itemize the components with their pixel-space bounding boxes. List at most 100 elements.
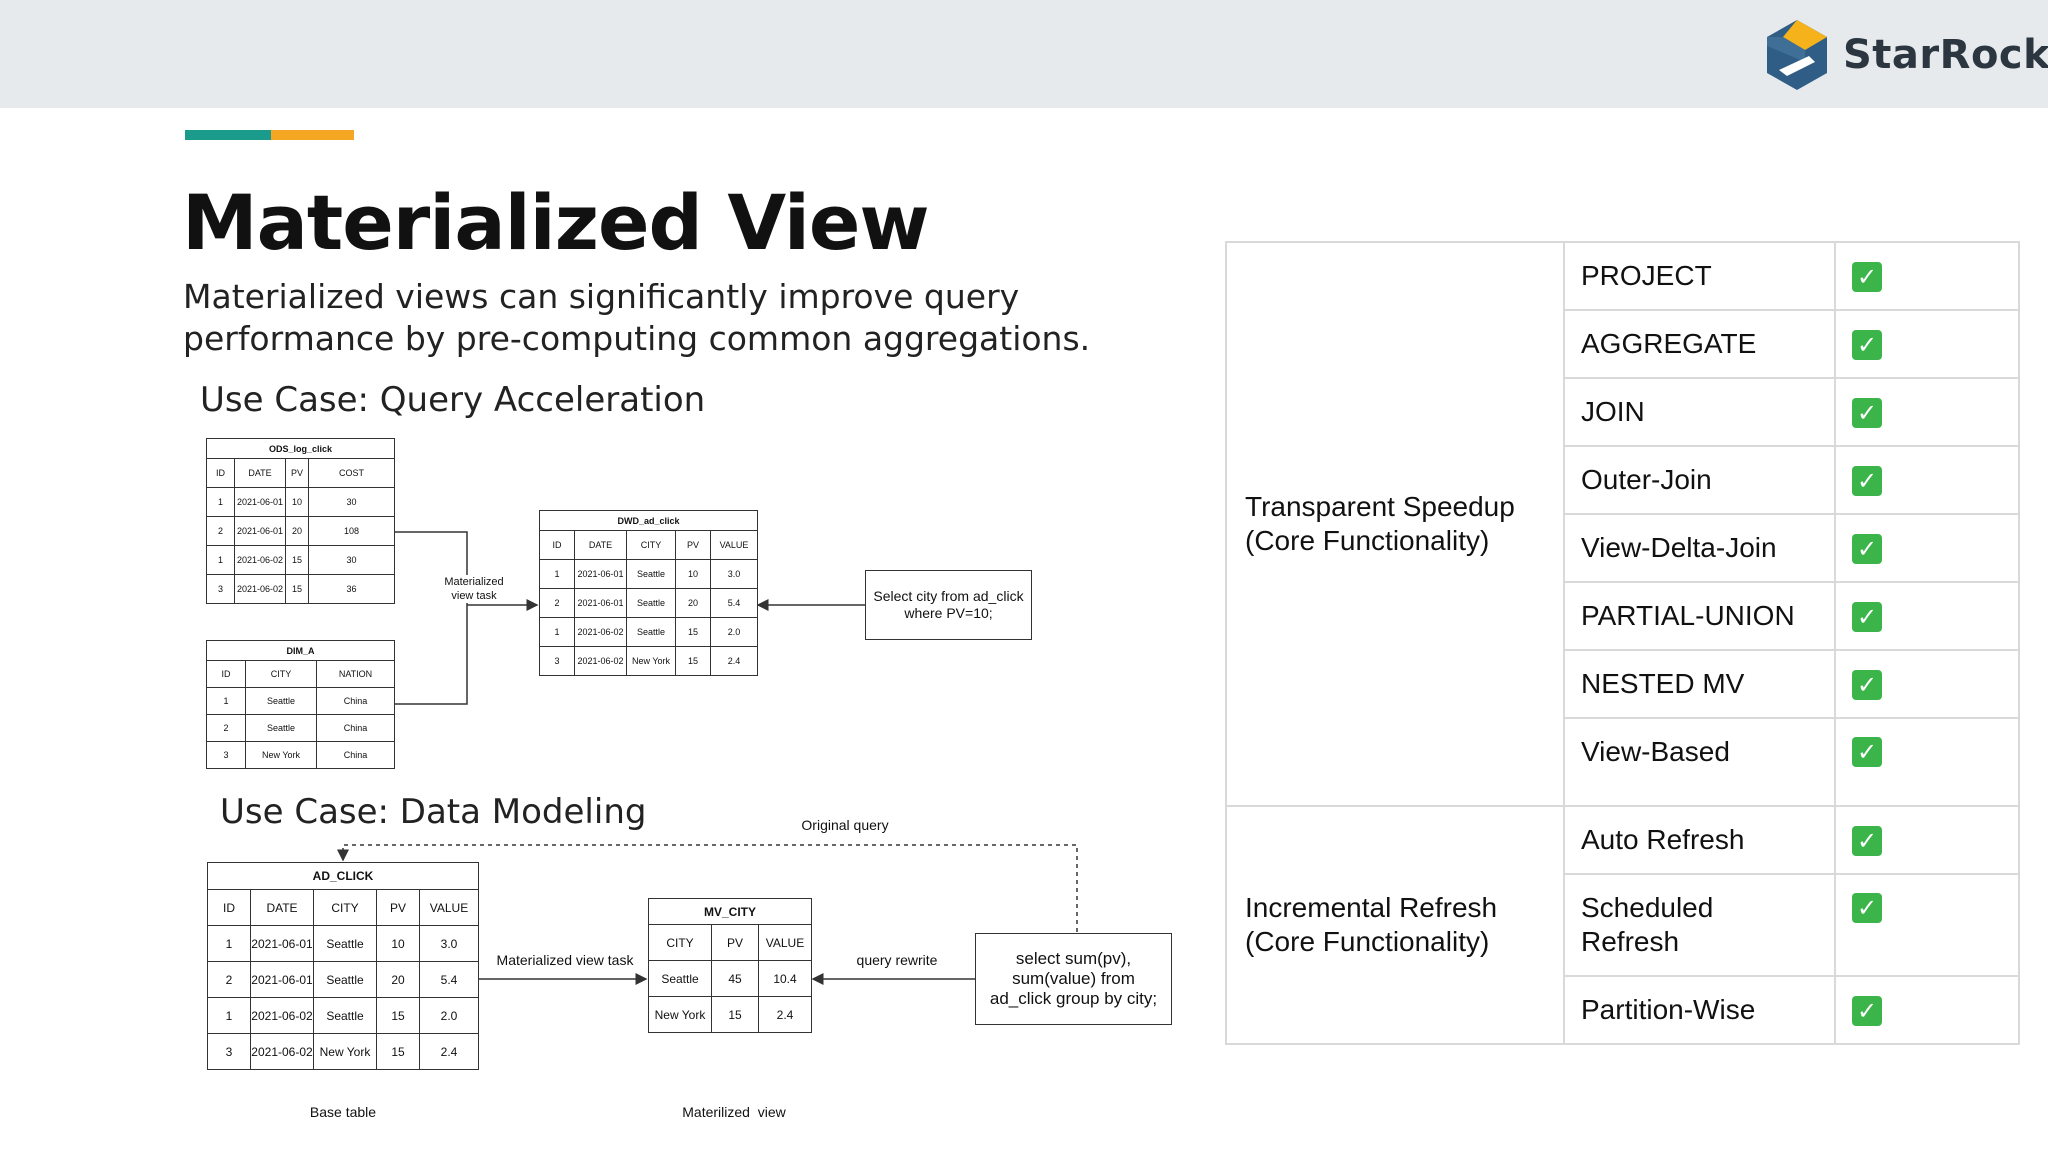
table-cell: 45: [711, 960, 759, 997]
table-cell: 1: [206, 487, 235, 517]
feature-support-table: Transparent Speedup (Core Functionality)…: [1225, 241, 2020, 1045]
column-header: CITY: [245, 660, 317, 688]
column-header: ID: [207, 889, 251, 926]
table-cell: 2.0: [419, 997, 479, 1034]
column-header: VALUE: [710, 530, 758, 560]
check-icon: ✓: [1852, 737, 1882, 767]
table-cell: 108: [308, 516, 395, 546]
table-cell: 2021-06-02: [250, 1033, 314, 1070]
table-cell: 2.4: [710, 646, 758, 676]
feature-status: ✓: [1834, 649, 2020, 719]
feature-status: ✓: [1834, 377, 2020, 447]
table-cell: 1: [539, 617, 575, 647]
category-label-line-1: Incremental Refresh: [1245, 892, 1498, 923]
table-cell: New York: [626, 646, 676, 676]
accent-bar-teal: [185, 130, 271, 140]
query-line-2: sum(value) from: [1012, 969, 1135, 988]
table-cell: 5.4: [710, 588, 758, 618]
table-cell: 15: [376, 1033, 420, 1070]
table-cell: Seattle: [313, 925, 377, 962]
table-row: Transparent Speedup (Core Functionality)…: [1225, 241, 2020, 807]
check-icon: ✓: [1852, 330, 1882, 360]
query-line-3: ad_click group by city;: [989, 989, 1158, 1008]
feature-name: Outer-Join: [1563, 445, 1836, 515]
table-cell: 3.0: [419, 925, 479, 962]
table-cell: Seattle: [245, 714, 317, 742]
table-cell: 3: [207, 1033, 251, 1070]
table-cell: 2021-06-01: [574, 588, 627, 618]
table-cell: 20: [675, 588, 711, 618]
column-header: CITY: [626, 530, 676, 560]
table-cell: 2021-06-02: [234, 574, 286, 604]
check-icon: ✓: [1852, 466, 1882, 496]
feature-status: ✓: [1834, 513, 2020, 583]
feature-name: Partition-Wise: [1563, 975, 1836, 1045]
table-cell: 3: [539, 646, 575, 676]
category-label-line-2: (Core Functionality): [1245, 926, 1490, 957]
materialized-view-label: Materilized view: [682, 1104, 786, 1120]
table-cell: 15: [675, 646, 711, 676]
table-row: AGGREGATE ✓: [1226, 309, 2020, 379]
table-cell: 30: [308, 545, 395, 575]
table-cell: Seattle: [245, 687, 317, 715]
table-cell: Seattle: [648, 960, 712, 997]
column-header: DATE: [574, 530, 627, 560]
check-icon: ✓: [1852, 670, 1882, 700]
table-cell: 15: [675, 617, 711, 647]
table-cell: 10: [675, 559, 711, 589]
table-cell: 10.4: [758, 960, 812, 997]
original-query-label: Original query: [801, 817, 889, 833]
table-cell: 5.4: [419, 961, 479, 998]
table-cell: 3: [206, 741, 246, 769]
column-header: VALUE: [419, 889, 479, 926]
mv-task-label-2: Materialized view task: [496, 952, 634, 968]
check-icon: ✓: [1852, 262, 1882, 292]
usecase-data-modeling-heading: Use Case: Data Modeling: [220, 792, 647, 832]
column-header: ID: [206, 660, 246, 688]
column-header: ID: [206, 458, 235, 488]
table-cell: 15: [285, 545, 309, 575]
feature-name: View-Delta-Join: [1563, 513, 1836, 583]
feature-status: ✓: [1834, 241, 2020, 311]
table-cell: Seattle: [626, 617, 676, 647]
table-cell: 2021-06-02: [574, 646, 627, 676]
category-label-line-1: Transparent Speedup: [1245, 491, 1515, 522]
table-cell: 1: [539, 559, 575, 589]
table-caption: DIM_A: [206, 640, 395, 661]
table-cell: 3: [206, 574, 235, 604]
check-icon: ✓: [1852, 534, 1882, 564]
table-row: JOIN ✓: [1226, 377, 2020, 447]
slide-subtitle: Materialized views can significantly imp…: [183, 277, 1091, 358]
column-header: PV: [675, 530, 711, 560]
check-icon: ✓: [1852, 996, 1882, 1026]
feature-status: ✓: [1834, 975, 2020, 1045]
feature-status: ✓: [1834, 581, 2020, 651]
table-cell: 1: [206, 687, 246, 715]
table-caption: ODS_log_click: [206, 438, 395, 459]
table-cell: 2021-06-02: [234, 545, 286, 575]
base-table-label: Base table: [309, 1104, 377, 1120]
feature-status: ✓: [1834, 445, 2020, 515]
feature-status: ✓: [1834, 309, 2020, 379]
column-header: COST: [308, 458, 395, 488]
table-cell: New York: [245, 741, 317, 769]
table-cell: China: [316, 741, 395, 769]
query-line-1: Select city from ad_click: [873, 588, 1024, 604]
table-cell: Seattle: [626, 588, 676, 618]
table-cell: 2021-06-02: [250, 997, 314, 1034]
mv-task-label-line-2: view task: [451, 590, 497, 602]
category-label-line-2: (Core Functionality): [1245, 525, 1490, 556]
table-cell: 2.4: [758, 996, 812, 1033]
feature-status: ✓: [1834, 805, 2020, 875]
column-header: PV: [711, 924, 759, 961]
feature-name: JOIN: [1563, 377, 1836, 447]
